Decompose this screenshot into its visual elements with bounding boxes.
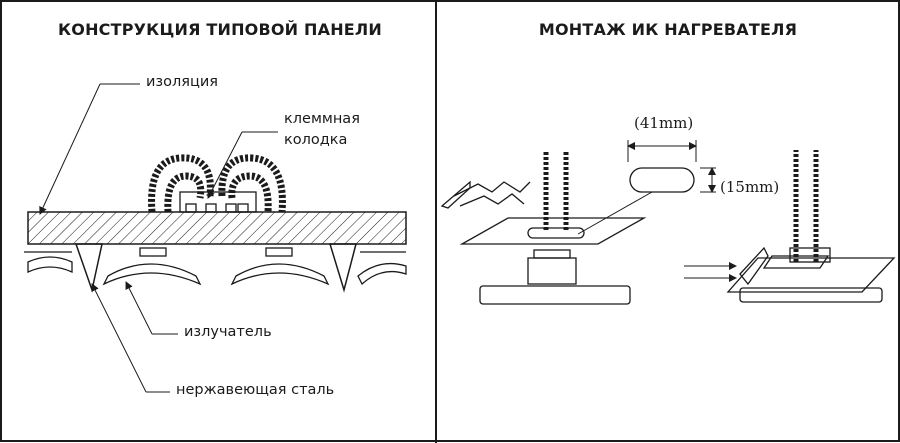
insulation-label: изоляция [146, 74, 219, 90]
terminal-block-label-line2: колодка [284, 132, 348, 148]
terminal-block-label-line1: клеммная [284, 111, 360, 127]
mounting-plate-right [726, 257, 896, 293]
slot-shape [629, 167, 695, 193]
stainless-steel-label: нержавеющая сталь [176, 382, 335, 398]
terminal-block [148, 154, 286, 213]
right-panel-title: МОНТАЖ ИК НАГРЕВАТЕЛЯ [538, 20, 798, 39]
width-dimension-label: (41mm) [634, 114, 694, 132]
heater-mounting-illustration [440, 140, 896, 305]
steel-profile-left [74, 243, 103, 293]
height-dimension-label: (15mm) [720, 178, 780, 196]
emitters [24, 247, 407, 286]
mounting-plate-left [459, 217, 647, 245]
typical-panel-illustration [24, 83, 407, 393]
steel-profile-right [328, 243, 357, 293]
insulation-layer [27, 211, 407, 245]
left-panel-title: КОНСТРУКЦИЯ ТИПОВОЙ ПАНЕЛИ [57, 20, 383, 39]
emitter-label: излучатель [184, 324, 272, 340]
